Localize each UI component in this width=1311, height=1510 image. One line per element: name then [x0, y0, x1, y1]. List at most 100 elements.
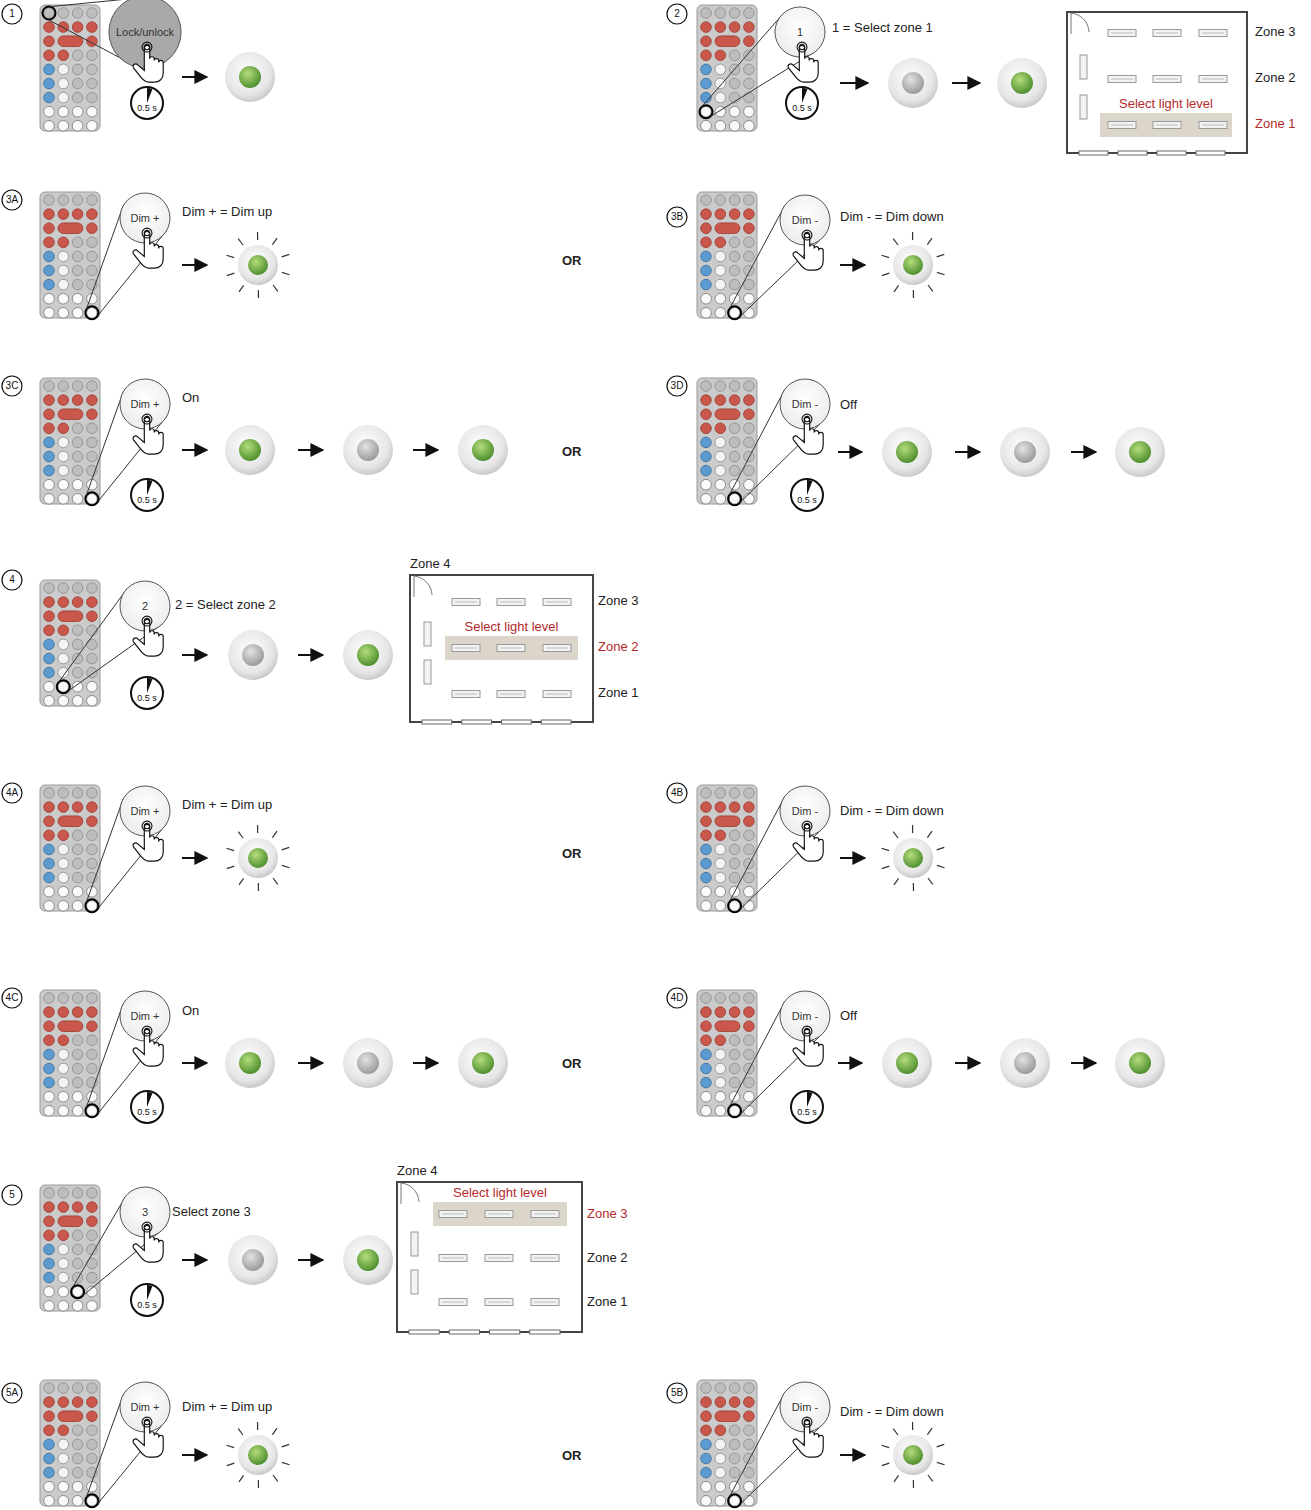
keypad-button: [72, 1063, 83, 1074]
keypad-button: [744, 437, 755, 448]
keypad-button: [744, 22, 755, 33]
light-fixture: [497, 645, 525, 652]
step-number: 4C: [0, 991, 27, 1005]
pressed-button-ring: [43, 7, 56, 20]
keypad-button: [58, 1467, 69, 1478]
keypad-button: [744, 1049, 755, 1060]
keypad-button: [701, 1411, 712, 1422]
timer-label: 0.5 s: [132, 495, 162, 505]
keypad-button: [58, 64, 69, 75]
blink-ray: [927, 831, 932, 838]
step-caption: Dim + = Dim up: [182, 1399, 272, 1414]
keypad-button: [87, 195, 98, 206]
window-symbol: [422, 720, 452, 724]
keypad-button: [729, 1383, 740, 1394]
keypad-button: [729, 1035, 740, 1046]
step-number: 3D: [662, 379, 692, 393]
keypad-button: [58, 802, 69, 813]
keypad-button: [58, 1425, 69, 1436]
blink-ray: [239, 1475, 244, 1482]
timer-wedge: [807, 480, 813, 495]
hand-outline: [133, 417, 163, 454]
zone-name: Zone 1: [598, 685, 638, 700]
keypad-button: [715, 802, 726, 813]
sequence-arrow: [182, 76, 207, 78]
blink-ray: [273, 1475, 278, 1481]
light-fixture: [543, 691, 571, 698]
keypad-button: [87, 494, 98, 505]
keypad-button: [701, 479, 712, 490]
timer-circle: 0.5 s: [130, 86, 164, 120]
keypad-button: [729, 830, 740, 841]
light-fixture: [1153, 76, 1181, 83]
press-ring: [144, 230, 149, 235]
keypad-button: [44, 1007, 55, 1018]
keypad-button: [72, 1301, 83, 1312]
keypad-button: [72, 1383, 83, 1394]
window-symbol: [449, 1330, 479, 1334]
keypad-button: [44, 395, 55, 406]
band-label: Select light level: [1100, 96, 1232, 111]
zone-highlight-band: Select light level: [445, 619, 578, 635]
keypad-button: [729, 1425, 740, 1436]
keypad-button: [72, 1286, 83, 1297]
step-number: 5B: [662, 1386, 692, 1400]
keypad-button: [729, 451, 740, 462]
keypad-button: [72, 583, 83, 594]
keypad-button: [701, 788, 712, 799]
keypad-button: [87, 265, 98, 276]
keypad-button: [87, 308, 98, 319]
or-separator: OR: [562, 1056, 582, 1071]
keypad-button: [58, 106, 69, 117]
keypad-button: [58, 279, 69, 290]
zone-name: Zone 2: [598, 639, 638, 654]
blink-ray: [258, 1480, 259, 1488]
keypad-button: [715, 395, 726, 406]
keypad-button: [87, 1007, 98, 1018]
keypad-button: [58, 625, 69, 636]
keypad-button: [87, 653, 98, 664]
keypad-button: [87, 625, 98, 636]
keypad-button: [44, 1106, 55, 1117]
light-fixture: [1153, 122, 1181, 129]
sensor-body: [238, 245, 278, 285]
pressed-button-ring: [85, 306, 98, 319]
or-separator: OR: [562, 444, 582, 459]
keypad-button: [58, 265, 69, 276]
light-fixture: [452, 691, 480, 698]
keypad-button: [58, 78, 69, 89]
light-fixture: [497, 691, 525, 698]
fixture-tube: [546, 648, 568, 649]
pressing-hand: [133, 228, 163, 268]
zone-name: Zone 3: [1255, 24, 1295, 39]
keypad-button: [72, 494, 83, 505]
keypad-button: [744, 802, 755, 813]
blink-ray: [937, 847, 945, 850]
timer-circle: 0.5 s: [785, 86, 819, 120]
keypad-button: [701, 36, 712, 47]
pressing-hand: [133, 414, 163, 454]
press-ring: [144, 823, 149, 828]
step-caption: Dim - = Dim down: [840, 803, 944, 818]
keypad-button: [44, 92, 55, 103]
led-off: [902, 72, 924, 94]
keypad-button: [744, 872, 755, 883]
blink-ray: [258, 883, 259, 891]
room-wall: [410, 575, 593, 722]
fixture-tube: [546, 694, 568, 695]
wall-fixture: [411, 1232, 418, 1256]
zone-name: Zone 1: [1255, 116, 1295, 131]
keypad-button: [715, 479, 726, 490]
led-off: [357, 1052, 379, 1074]
keypad-button: [701, 858, 712, 869]
sequence-arrow: [182, 654, 207, 656]
keypad-button: [44, 1216, 55, 1227]
sensor-body: [225, 425, 275, 475]
hand-outline: [133, 231, 163, 268]
wall-fixture: [424, 660, 431, 684]
keypad-button: [715, 858, 726, 869]
blink-ray: [282, 847, 290, 850]
keypad-button: [729, 993, 740, 1004]
sequence-arrow: [298, 1062, 323, 1064]
keypad-button: [72, 64, 83, 75]
